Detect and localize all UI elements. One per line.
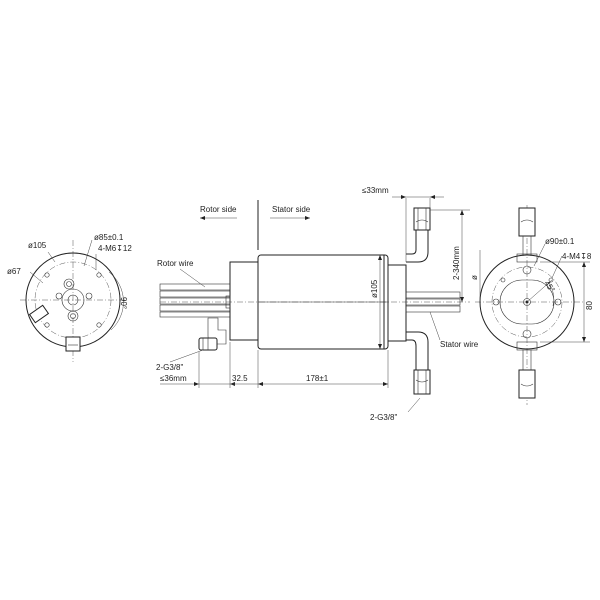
left-port-label: 2-G3/8" xyxy=(156,363,183,372)
port-count-label: 2-340mm xyxy=(452,246,461,280)
side-view: Rotor side Stator side Rotor wire 2-G3/8… xyxy=(156,186,479,422)
left-dia-67: ø67 xyxy=(7,267,21,276)
body-len-label: 178±1 xyxy=(306,374,329,383)
rotor-side-label: Rotor side xyxy=(200,205,237,214)
stator-wire-label: Stator wire xyxy=(440,340,479,349)
right-dia-90: ø90±0.1 xyxy=(545,237,575,246)
rotor-len-label: ≤36mm xyxy=(160,374,187,383)
right-end-view: 80 ø 45° ø90±0.1 4-M4↧8 xyxy=(470,205,594,405)
stator-side-label: Stator side xyxy=(272,205,311,214)
left-end-view: ø105 ø67 ø85±0.1 4-M6↧12 90° xyxy=(7,233,132,362)
right-thread: 4-M4↧8 xyxy=(562,252,592,261)
right-small-dia: ø xyxy=(470,275,479,280)
right-angle: 45° xyxy=(542,279,556,294)
left-thread: 4-M6↧12 xyxy=(98,244,132,253)
rotor-wire-label: Rotor wire xyxy=(157,259,194,268)
left-dia-85: ø85±0.1 xyxy=(94,233,124,242)
left-angle: 90° xyxy=(119,297,128,309)
right-height-label: 80 xyxy=(585,301,594,310)
body-dia-label: ø105 xyxy=(370,279,379,298)
left-dia-105: ø105 xyxy=(28,241,47,250)
flange-len-label: 32.5 xyxy=(232,374,248,383)
bottom-port-label: 2-G3/8" xyxy=(370,413,397,422)
top-offset-label: ≤33mm xyxy=(362,186,389,195)
